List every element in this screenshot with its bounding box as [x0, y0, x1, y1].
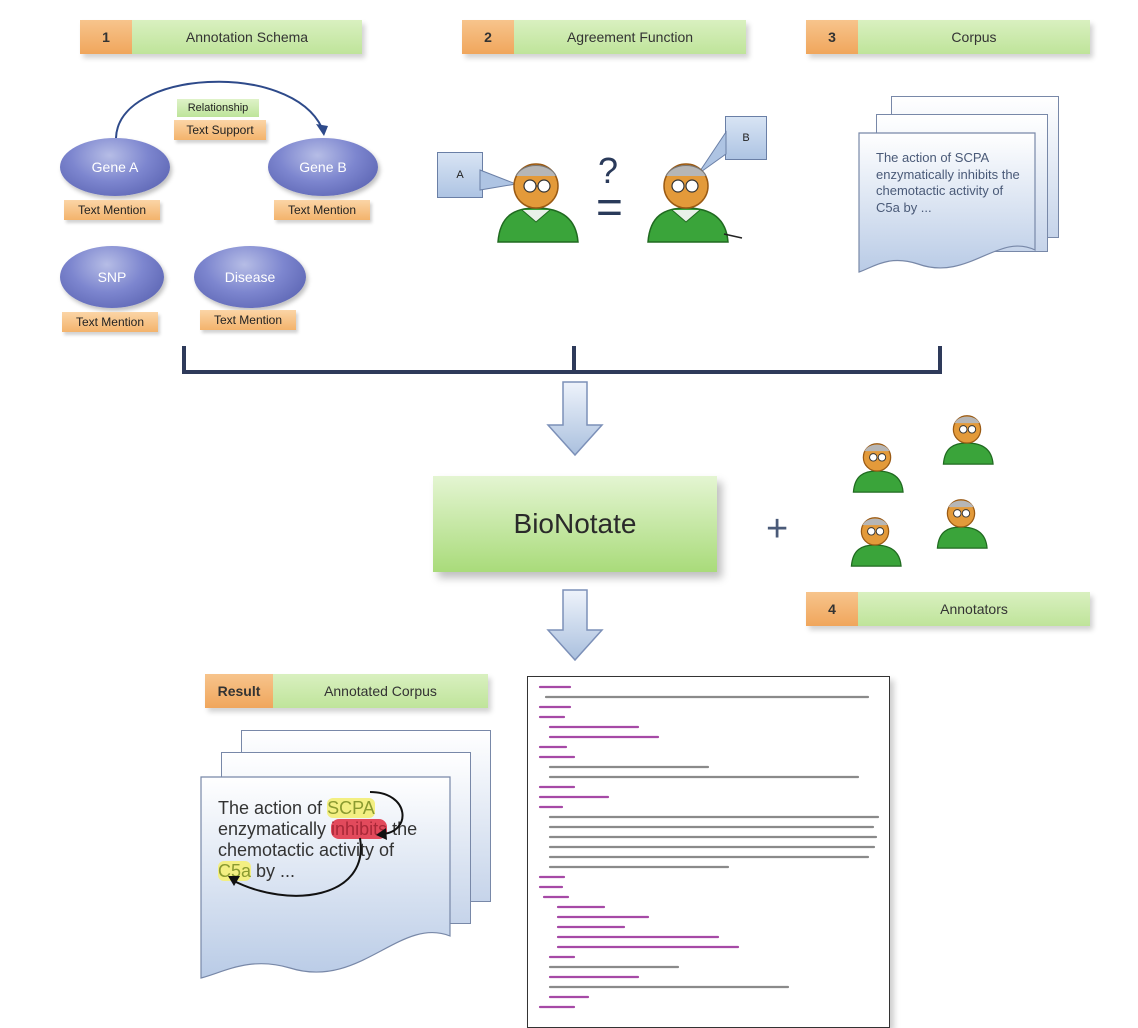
annotator-figure-icon	[647, 163, 743, 243]
equals-sign: =	[596, 181, 623, 233]
corpus-text: The action of SCPA enzymatically inhibit…	[876, 150, 1020, 215]
step-number: 3	[806, 20, 858, 54]
snp-node: SNP	[60, 246, 164, 308]
text-mention-tag: Text Mention	[200, 310, 296, 330]
xml-lines	[538, 685, 880, 1009]
step-header-annotation-schema: 1 Annotation Schema	[80, 20, 362, 54]
step-number: 1	[80, 20, 132, 54]
step-header-corpus: 3 Corpus	[806, 20, 1090, 54]
annotation-arrows-icon	[228, 791, 404, 897]
step-number: Result	[205, 674, 273, 708]
speech-tail-icon	[697, 130, 727, 175]
highlight-c5a: C5a	[218, 861, 252, 881]
text-mention-tag: Text Mention	[62, 312, 158, 332]
step-header-agreement-function: 2 Agreement Function	[462, 20, 746, 54]
annotated-text-part: by ...	[251, 861, 296, 881]
plus-sign: +	[766, 508, 789, 550]
annotated-page-front	[200, 776, 451, 979]
arrowhead-icon	[316, 124, 328, 136]
text-mention-tag: Text Mention	[64, 200, 160, 220]
step-label: Annotated Corpus	[273, 674, 488, 708]
bionotate-box: BioNotate	[433, 476, 717, 572]
down-arrow-icon	[546, 589, 604, 662]
step-label: Annotators	[858, 592, 1090, 626]
highlight-inhibits: inhibits	[331, 819, 388, 839]
step-header-annotators: 4 Annotators	[806, 592, 1090, 626]
bracket-lines	[182, 346, 942, 374]
annotated-text-part: chemotactic activity of	[218, 840, 395, 860]
question-mark: ?	[598, 150, 619, 191]
relationship-tag: Relationship	[177, 99, 259, 117]
annotator-figure-icon	[497, 163, 579, 243]
corpus-page-front	[858, 132, 1036, 273]
disease-node: Disease	[194, 246, 306, 308]
xml-output-panel	[527, 676, 890, 1028]
gene-a-node: Gene A	[60, 138, 170, 196]
speech-tail-icon	[479, 169, 518, 191]
text-support-tag: Text Support	[174, 120, 266, 140]
step-label: Agreement Function	[514, 20, 746, 54]
step-label: Annotation Schema	[132, 20, 362, 54]
xml-content	[538, 685, 880, 1009]
step-header-annotated-corpus: Result Annotated Corpus	[205, 674, 488, 708]
annotated-text-part: enzymatically	[218, 819, 332, 839]
highlight-scpa: SCPA	[327, 798, 375, 818]
step-number: 2	[462, 20, 514, 54]
gene-b-node: Gene B	[268, 138, 378, 196]
step-label: Corpus	[858, 20, 1090, 54]
annotators-group-icon	[850, 415, 994, 567]
speech-box-a: A	[437, 152, 483, 198]
step-number: 4	[806, 592, 858, 626]
speech-box-b: B	[725, 116, 767, 160]
annotated-text-part: The action of	[218, 798, 328, 818]
annotated-text-part: the	[387, 819, 418, 839]
relationship-arrow-icon	[115, 80, 323, 139]
text-mention-tag: Text Mention	[274, 200, 370, 220]
annotated-text: The action of SCPA enzymatically inhibit…	[218, 798, 448, 882]
down-arrow-icon	[546, 381, 604, 457]
